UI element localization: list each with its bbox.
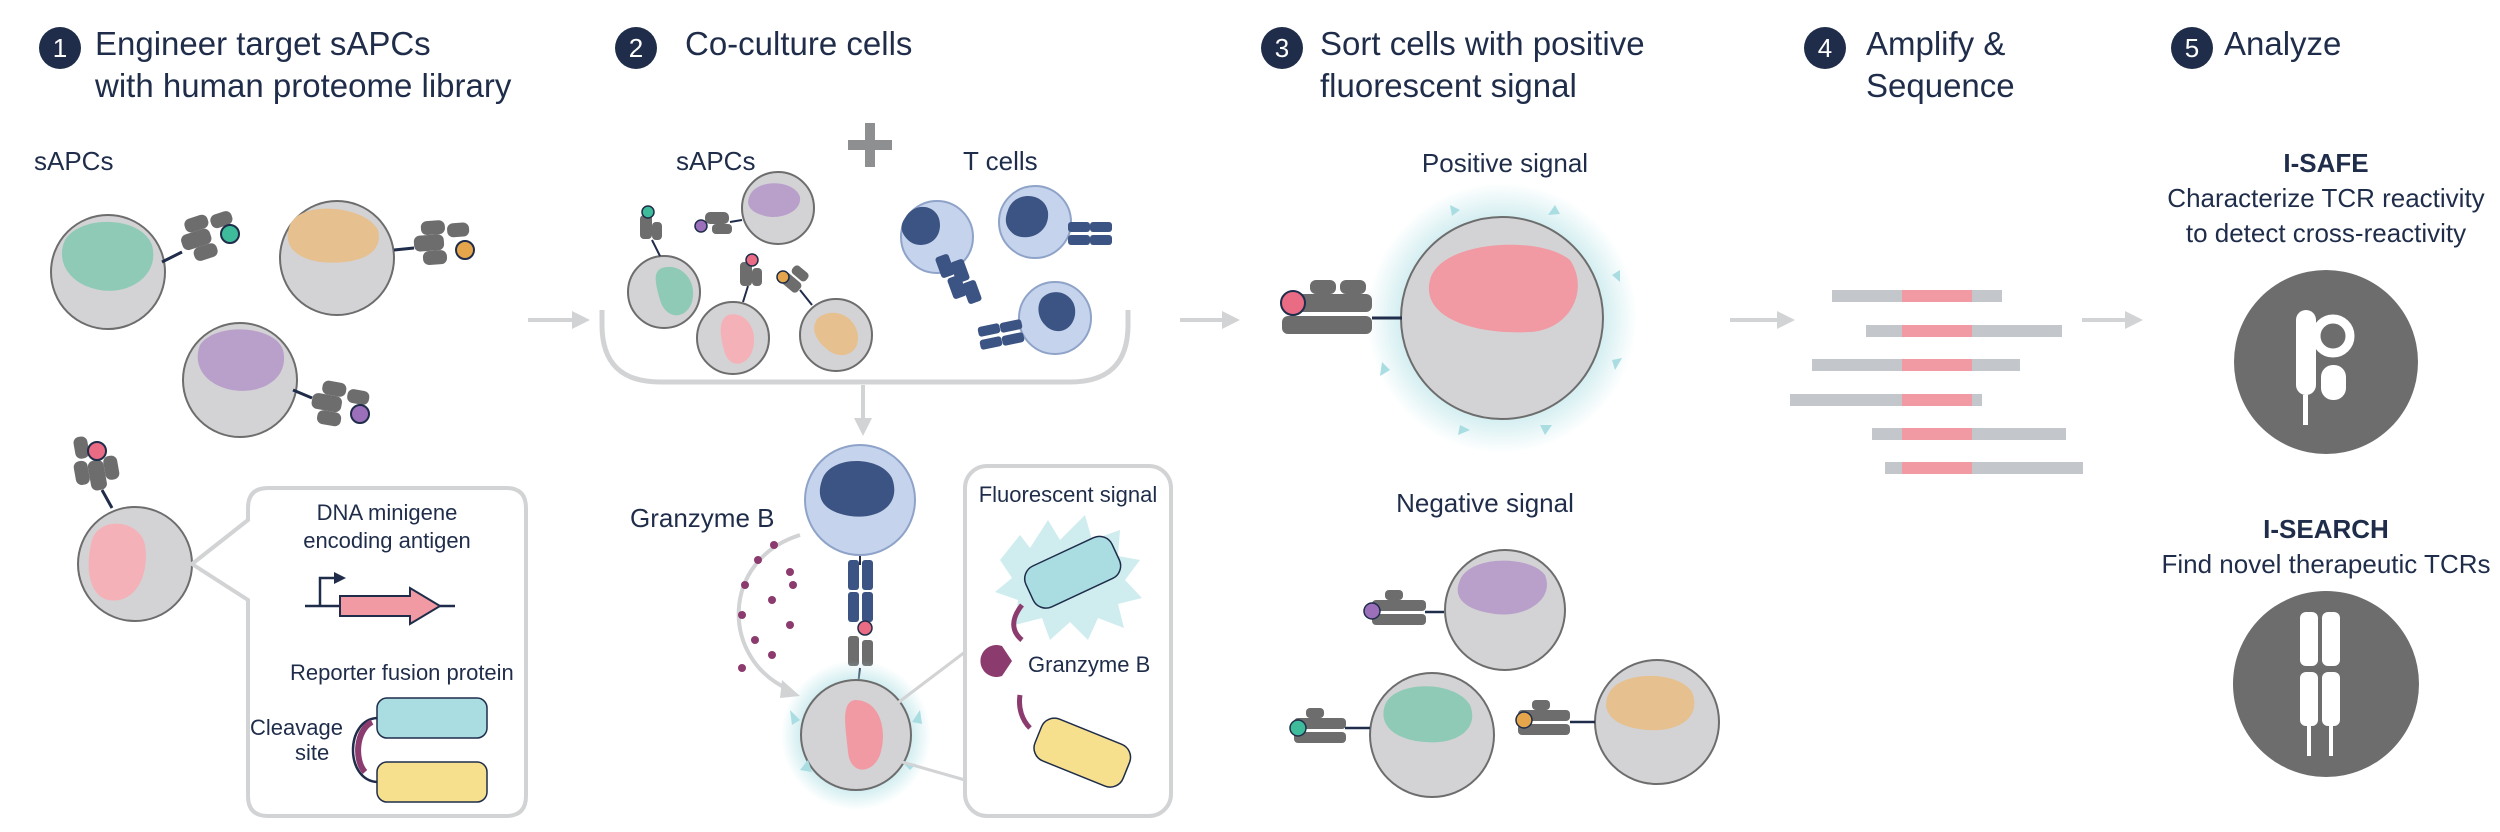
isafe-icon: [2234, 270, 2418, 454]
step-1-title-line2: with human proteome library: [94, 67, 512, 104]
panel-3: Positive signal Negative signal: [1280, 148, 1720, 798]
isafe-line2: to detect cross-reactivity: [2186, 218, 2466, 248]
step-3-number: 3: [1275, 33, 1289, 63]
dish-tcell-2: [998, 185, 1112, 259]
step-2-title-line1: Co-culture cells: [685, 25, 912, 62]
step-4-number: 4: [1818, 33, 1832, 63]
arrow-3-to-4: [1730, 311, 1795, 329]
panel-1: sAPCs: [34, 146, 528, 818]
glowing-sapc: [781, 660, 931, 810]
step-1-header: 1 Engineer target sAPCs with human prote…: [39, 25, 512, 104]
step-1-number: 1: [53, 33, 67, 63]
sapc-cell-lavender: [182, 322, 371, 438]
step-3-badge: [1261, 27, 1303, 69]
step-4-title-line1: Amplify &: [1866, 25, 2005, 62]
negative-cell-tan: [1515, 659, 1720, 785]
sequencing-reads: [1790, 290, 2083, 474]
step-4-header: 4 Amplify & Sequence: [1804, 25, 2015, 104]
step-5-title-line1: Analyze: [2224, 25, 2341, 62]
granzyme-dots: [738, 541, 797, 672]
step-5-number: 5: [2185, 33, 2199, 63]
engaged-tcell: [804, 444, 916, 686]
step-3-title-line2: fluorescent signal: [1320, 67, 1577, 104]
fluorescent-signal-label: Fluorescent signal: [979, 482, 1158, 507]
coculture-tcells-label: T cells: [963, 146, 1038, 176]
step-5-badge: [2171, 27, 2213, 69]
negative-cell-lavender: [1363, 549, 1566, 671]
granzyme-inset-label: Granzyme B: [1028, 652, 1150, 677]
step-4-title-line2: Sequence: [1866, 67, 2015, 104]
read-5: [1872, 428, 2066, 440]
dish-sapc-tan: [776, 265, 873, 372]
dish-sapc-pink: [696, 253, 770, 375]
reporter-fusion-protein: [351, 697, 488, 803]
granzyme-curve-arrow: [736, 533, 801, 692]
arrow-1-to-2: [528, 311, 590, 329]
isafe-line1: Characterize TCR reactivity: [2167, 183, 2484, 213]
read-3: [1812, 359, 2020, 371]
positive-signal-label: Positive signal: [1422, 148, 1588, 178]
minigene-construct: [305, 572, 455, 626]
dish-sapc-lavender: [694, 171, 815, 245]
fluorescent-inset: Fluorescent signal Granzyme B: [894, 464, 1173, 818]
sapc-cell-pink: [68, 431, 193, 622]
panel-2: sAPCs T cells: [599, 123, 1173, 818]
flow-arrows: [528, 311, 2143, 329]
step-2-header: 2 Co-culture cells: [615, 25, 912, 69]
arrow-4-to-5: [2082, 311, 2143, 329]
isearch-line1: Find novel therapeutic TCRs: [2161, 549, 2490, 579]
minigene-callout: DNA minigene encoding antigen Reporter f…: [188, 486, 528, 818]
read-1: [1832, 290, 2002, 302]
step-1-badge: [39, 27, 81, 69]
dish-tcell-1: [900, 200, 982, 304]
dna-minigene-label: DNA minigene: [317, 500, 458, 525]
read-2: [1866, 325, 2062, 337]
isearch-title: I-SEARCH: [2263, 514, 2389, 544]
panel-5: I-SAFE Characterize TCR reactivity to de…: [2161, 148, 2491, 777]
positive-cell: [1280, 183, 1637, 453]
dna-encoding-label: encoding antigen: [303, 528, 471, 553]
arrow-2-to-3: [1180, 311, 1240, 329]
dish-tcell-3: [977, 281, 1092, 355]
reporter-fusion-label: Reporter fusion protein: [290, 660, 514, 685]
step-4-badge: [1804, 27, 1846, 69]
read-6: [1885, 462, 2083, 474]
culture-dish: [599, 310, 1131, 385]
cleavage-label-2: site: [295, 740, 329, 765]
step-3-header: 3 Sort cells with positive fluorescent s…: [1261, 25, 1645, 104]
step-3-title-line1: Sort cells with positive: [1320, 25, 1645, 62]
step-5-header: 5 Analyze: [2171, 25, 2341, 69]
plus-icon: [848, 123, 892, 167]
step-2-badge: [615, 27, 657, 69]
read-4: [1790, 394, 1982, 406]
negative-signal-label: Negative signal: [1396, 488, 1574, 518]
sapc-cell-tan: [279, 200, 475, 316]
sapc-cell-teal: [50, 205, 243, 330]
dish-sapc-teal: [627, 205, 701, 329]
arrow-dish-down: [854, 385, 872, 436]
granzyme-curve-arrowhead: [780, 680, 800, 698]
step-2-number: 2: [629, 33, 643, 63]
isafe-title: I-SAFE: [2283, 148, 2368, 178]
granzyme-label: Granzyme B: [630, 503, 775, 533]
negative-cell-teal: [1289, 672, 1495, 798]
step-1-title-line1: Engineer target sAPCs: [95, 25, 431, 62]
isearch-icon: [2233, 591, 2419, 777]
sapcs-label: sAPCs: [34, 146, 113, 176]
cleavage-label-1: Cleavage: [250, 715, 343, 740]
coculture-sapcs-label: sAPCs: [676, 146, 755, 176]
